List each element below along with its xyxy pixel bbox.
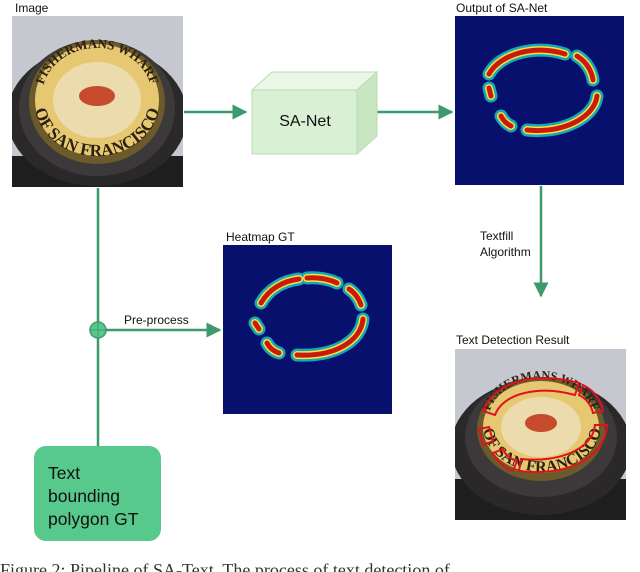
figure-caption: Figure 2: Pipeline of SA-Text. The proce… bbox=[0, 560, 450, 572]
sanet-label: SA-Net bbox=[279, 113, 331, 130]
sign-photo: FISHERMANS WHARF OF SAN FRANCISCO bbox=[12, 16, 183, 187]
polygon-gt-line-2: bounding bbox=[48, 486, 121, 506]
input-image: FISHERMANS WHARF OF SAN FRANCISCO bbox=[12, 16, 183, 187]
output-heatmap-svg bbox=[482, 43, 604, 138]
polygon-gt-box bbox=[34, 446, 161, 541]
textfill-label-1: Textfill bbox=[480, 229, 514, 243]
polygon-gt-line-1: Text bbox=[48, 463, 81, 483]
detection-photo: FISHERMANS WHARF OF SAN FRANCISCO bbox=[455, 349, 626, 520]
heatmap-gt-svg bbox=[248, 271, 370, 362]
output-label: Output of SA-Net bbox=[456, 1, 548, 15]
sanet-box bbox=[250, 70, 379, 156]
result-label: Text Detection Result bbox=[456, 333, 570, 347]
textfill-label-2: Algorithm bbox=[480, 245, 531, 259]
polygon-gt-text: Text bounding polygon GT bbox=[48, 462, 138, 531]
preprocess-label: Pre-process bbox=[124, 313, 189, 327]
heatmap-gt bbox=[223, 245, 392, 414]
output-heatmap bbox=[455, 16, 624, 185]
detection-result-image: FISHERMANS WHARF OF SAN FRANCISCO bbox=[455, 349, 626, 520]
image-label: Image bbox=[15, 1, 49, 15]
heatmap-label: Heatmap GT bbox=[226, 230, 295, 244]
polygon-gt-line-3: polygon GT bbox=[48, 509, 139, 529]
